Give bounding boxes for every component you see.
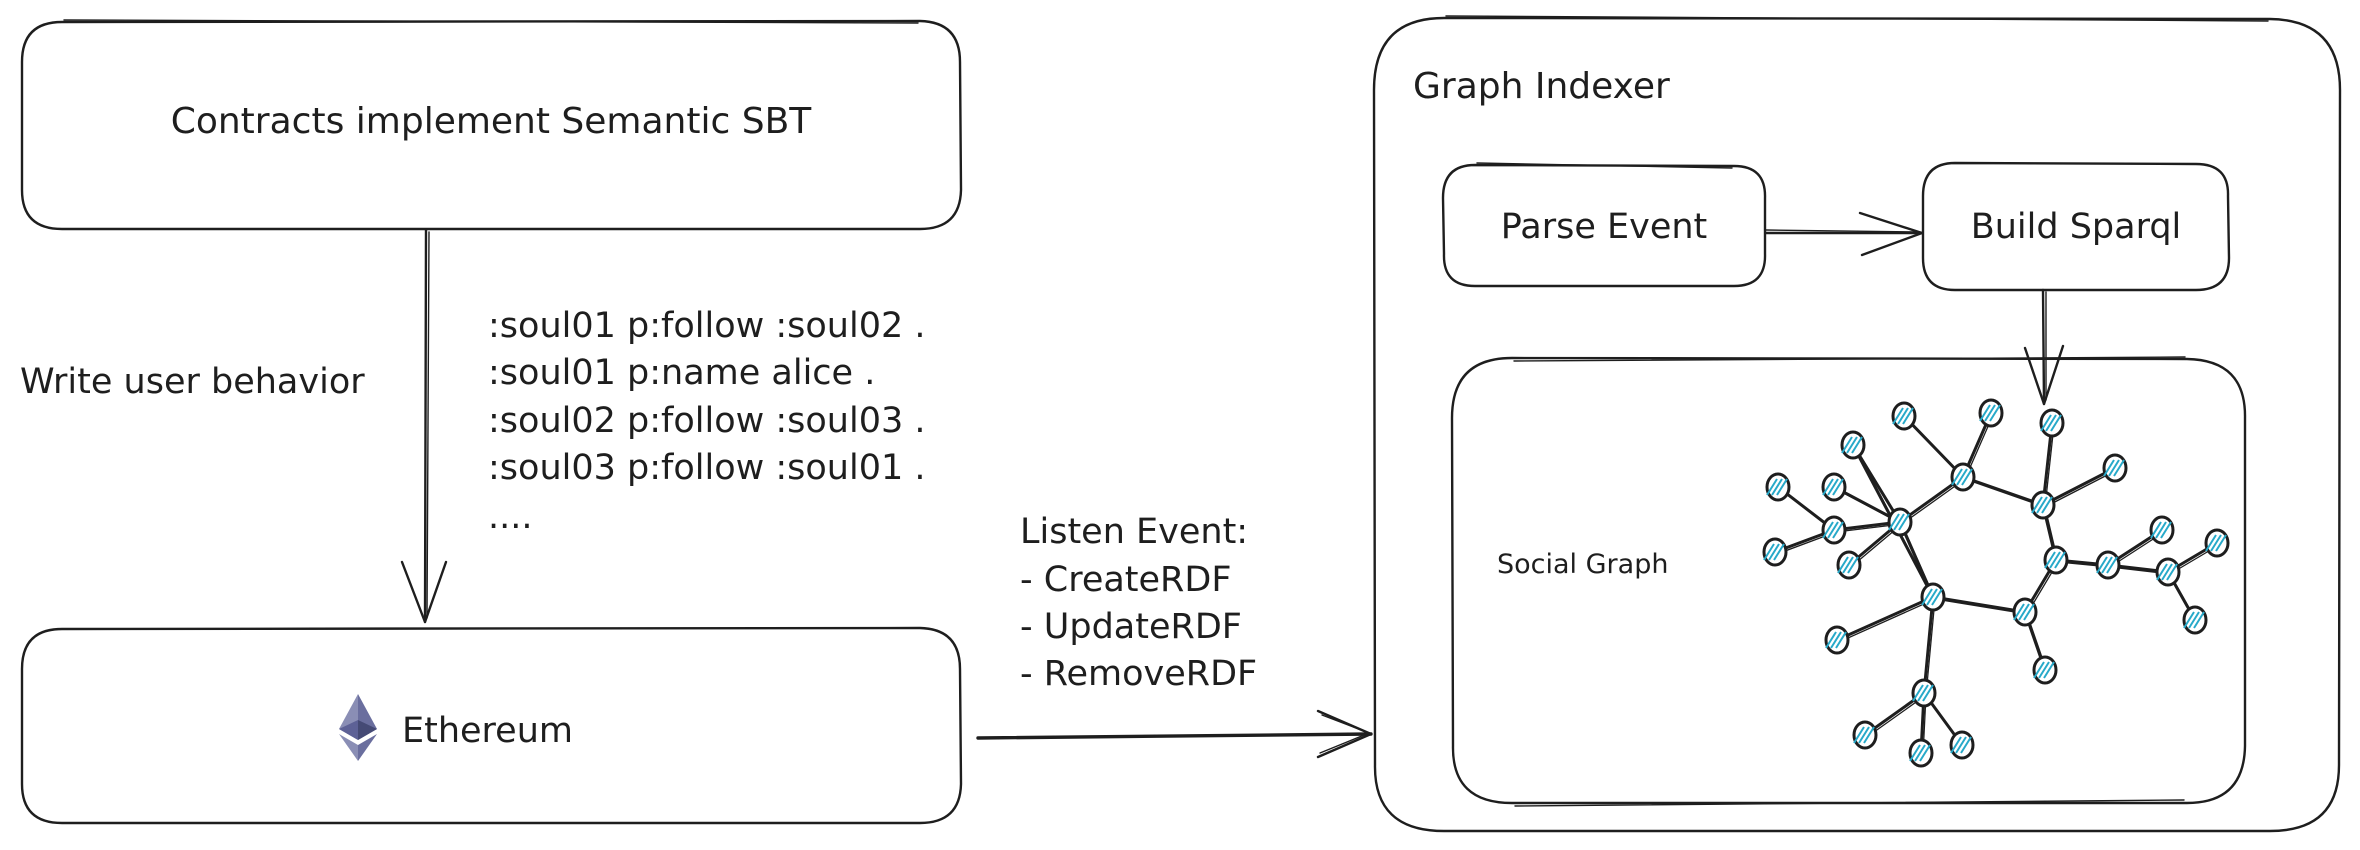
rdf-line: :soul02 p:follow :soul03 . — [488, 401, 926, 441]
graph-edge-sketch — [1934, 598, 2028, 615]
rdf-line: :soul01 p:follow :soul02 . — [488, 306, 926, 346]
graph-node — [1836, 550, 1862, 580]
graph-edge-sketch — [1925, 598, 1936, 696]
contracts-box[interactable]: Contracts implement Semantic SBT — [20, 19, 963, 231]
graph-node — [2012, 597, 2038, 627]
social-graph-label: Social Graph — [1497, 549, 1668, 580]
build-sparql-box[interactable]: Build Sparql — [1921, 161, 2231, 292]
graph-edge — [1922, 595, 1935, 695]
rdf-line: :soul03 p:follow :soul01 . — [488, 448, 926, 488]
graph-node — [2032, 655, 2058, 685]
graph-node — [1949, 730, 1975, 760]
rdf-ellipsis: .... — [488, 497, 533, 537]
graph-node — [1840, 430, 1866, 460]
graph-node — [2043, 545, 2069, 575]
graph-node — [2102, 453, 2128, 483]
graph-node — [1891, 401, 1917, 431]
graph-node — [1824, 625, 1850, 655]
graph-node — [1821, 515, 1847, 545]
graph-node — [2182, 605, 2208, 635]
write-arrow — [400, 228, 448, 624]
graph-edge-sketch — [1838, 598, 1936, 643]
graph-node — [1950, 462, 1976, 492]
build-sparql-label: Build Sparql — [1971, 207, 2182, 247]
graph-node — [1911, 678, 1937, 708]
listen-event-item: - CreateRDF — [1020, 560, 1231, 600]
graph-edge — [2041, 466, 2117, 507]
graph-node — [2149, 515, 2175, 545]
graph-node — [1908, 738, 1934, 768]
social-graph-nodes — [1762, 398, 2230, 768]
parse-event-box[interactable]: Parse Event — [1441, 162, 1767, 288]
graph-node — [2030, 490, 2056, 520]
rdf-line: :soul01 p:name alice . — [488, 353, 875, 393]
build-to-graph-arrow — [2023, 288, 2065, 406]
parse-to-build-arrow — [1764, 211, 1924, 257]
graph-edge — [1835, 595, 1935, 642]
social-graph-edges — [1773, 411, 2220, 756]
graph-node — [2095, 550, 2121, 580]
graph-indexer-box[interactable]: Graph Indexer Parse Event Build Sparql — [1372, 15, 2342, 833]
graph-node — [1887, 507, 1913, 537]
graph-node — [1852, 720, 1878, 750]
graph-node — [2155, 557, 2181, 587]
ethereum-label: Ethereum — [402, 711, 573, 751]
graph-node — [1821, 472, 1847, 502]
social-graph-box[interactable]: Social Graph — [1450, 356, 2247, 807]
contracts-box-label: Contracts implement Semantic SBT — [171, 101, 813, 142]
parse-event-label: Parse Event — [1501, 207, 1708, 247]
listen-arrow — [976, 709, 1373, 759]
graph-node — [1762, 537, 1788, 567]
listen-event-item: - RemoveRDF — [1020, 654, 1257, 694]
graph-node — [1920, 582, 1946, 612]
graph-node — [2039, 408, 2065, 438]
graph-indexer-title: Graph Indexer — [1413, 66, 1670, 107]
ethereum-icon — [339, 694, 377, 761]
listen-events-title: Listen Event: — [1020, 512, 1248, 552]
listen-event-item: - UpdateRDF — [1020, 607, 1242, 647]
ethereum-box[interactable]: Ethereum — [20, 626, 963, 825]
graph-edge — [1931, 595, 2027, 614]
write-arrow-label: Write user behavior — [20, 362, 365, 402]
graph-edge — [1961, 475, 2045, 507]
graph-node — [1978, 398, 2004, 428]
rdf-triples: :soul01 p:follow :soul02 . :soul01 p:nam… — [488, 306, 926, 537]
listen-events: Listen Event: - CreateRDF - UpdateRDF - … — [1020, 512, 1257, 694]
graph-node — [1765, 472, 1791, 502]
graph-node — [2204, 528, 2230, 558]
